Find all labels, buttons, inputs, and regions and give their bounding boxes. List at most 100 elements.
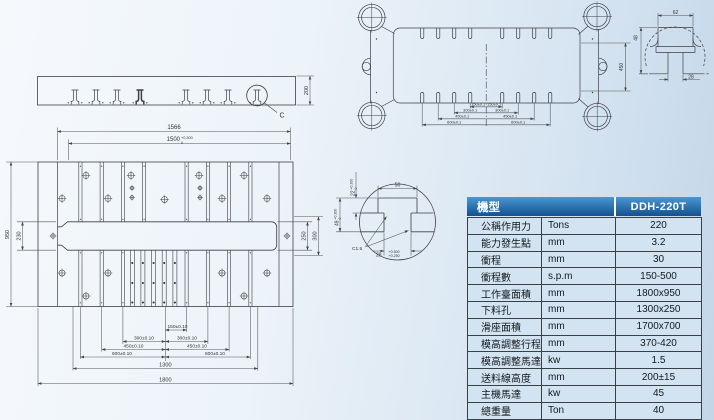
row-value: 1700x700: [615, 317, 702, 336]
row-unit: kw: [541, 351, 616, 370]
row-unit: mm: [541, 300, 616, 319]
svg-text:600±0.1: 600±0.1: [447, 120, 461, 125]
tslot-62-text: 62: [673, 10, 679, 16]
row-label: 模高調整馬達: [467, 351, 542, 370]
detail-c-49: 49 +0.200 0: [333, 209, 342, 226]
row-unit: s.p.m: [541, 267, 616, 286]
svg-text:450±0.1: 450±0.1: [503, 114, 517, 119]
row-unit: mm: [541, 284, 616, 302]
svg-text:300±0.1: 300±0.1: [495, 108, 509, 113]
tslot-detail-view: [641, 26, 709, 75]
row-value: 45: [615, 384, 702, 403]
dim-950-text: 950: [5, 230, 11, 239]
bolster-bottom-dim-texts: 150±0.10 300±0.10 300±0.10 450±0.10 450±…: [112, 324, 225, 383]
detail-c-bubble: [246, 84, 268, 107]
tslot-48-text: 48: [634, 35, 640, 41]
svg-text:300±0.10: 300±0.10: [177, 336, 197, 342]
row-label: 工作臺面積: [467, 284, 542, 302]
slide-front-view: [37, 76, 296, 113]
row-unit: mm: [541, 250, 616, 269]
model-label: 機型: [477, 201, 500, 214]
svg-text:49: 49: [335, 220, 341, 226]
row-label: 能力發生點: [467, 233, 542, 252]
slide-pitch-texts: 150±0.1 150±0.1 300±0.1 300±0.1 450±0.1 …: [447, 102, 525, 125]
row-unit: Tons: [541, 217, 616, 235]
tslot-detail-dims: [639, 13, 700, 82]
detail-c-view: [359, 183, 436, 261]
svg-text:150±0.10: 150±0.10: [168, 324, 188, 330]
svg-text:600±0.1: 600±0.1: [511, 120, 525, 125]
die-hole-strips: [130, 250, 178, 307]
svg-text:150±0.1: 150±0.1: [471, 102, 485, 107]
svg-text:300±0.1: 300±0.1: [463, 108, 477, 113]
svg-text:1300: 1300: [159, 362, 171, 368]
die-hole-dots: [131, 261, 176, 304]
svg-text:450±0.10: 450±0.10: [187, 344, 207, 350]
svg-text:300±0.10: 300±0.10: [134, 336, 154, 342]
detail-c-chamfer: C1.5: [352, 246, 362, 252]
row-value: 40: [615, 401, 702, 420]
center-marks: [67, 102, 251, 104]
svg-text:0: 0: [338, 218, 342, 220]
bolster-left-dims: [6, 161, 56, 307]
dim-230-text: 230: [17, 231, 23, 240]
svg-text:600±0.10: 600±0.10: [205, 351, 225, 357]
dim-1566-text: 1566: [167, 125, 181, 131]
row-value: 30: [615, 250, 702, 269]
detail-c-dims: [336, 172, 422, 256]
row-value: 3.2: [615, 233, 702, 252]
row-label: 滑座面積: [467, 317, 542, 336]
svg-text:1800: 1800: [159, 377, 171, 383]
bolt-holes: [49, 170, 291, 301]
slide-450-text: 450: [619, 63, 625, 72]
row-unit: mm: [541, 233, 616, 252]
row-value: 220: [615, 217, 702, 235]
dim-250-text: 250: [302, 231, 308, 240]
die-slot: [57, 221, 278, 251]
dim-200: [296, 75, 314, 106]
row-value: 1.5: [615, 351, 702, 370]
model-value: DDH-220T: [630, 200, 687, 213]
row-label: 下料孔: [467, 300, 542, 319]
tslot-28-text: 28: [688, 74, 694, 80]
detail-c-28: 28: [376, 252, 382, 258]
svg-text:+0.200: +0.200: [333, 209, 337, 220]
row-value: 370-420: [615, 334, 702, 353]
row-value: 1800x950: [615, 284, 702, 302]
detail-c-28-hi: +0.500: [389, 250, 400, 254]
svg-text:+0.200: +0.200: [349, 179, 353, 190]
dim-1500-tol-lo: 0: [181, 141, 183, 145]
slide-dims: [421, 42, 631, 127]
t-slot-grooves: [78, 162, 253, 307]
svg-text:450±0.1: 450±0.1: [455, 114, 469, 119]
row-unit: Ton: [541, 401, 616, 420]
row-unit: mm: [541, 334, 616, 353]
row-value: 200±15: [615, 368, 702, 386]
row-unit: kw: [541, 384, 616, 403]
row-label: 衝程數: [467, 267, 542, 286]
spec-table-header: 機型 DDH-220T: [467, 197, 701, 216]
dim-300-text: 300: [313, 231, 319, 240]
svg-text:600±0.10: 600±0.10: [112, 351, 132, 357]
column-circles: [356, 1, 613, 132]
detail-c-50: 50: [395, 183, 401, 189]
detail-c-28-lo: +0.250: [389, 254, 400, 258]
svg-text:22: 22: [351, 190, 357, 196]
detail-c-ref: C: [280, 113, 285, 120]
row-label: 公稱作用力: [467, 217, 542, 235]
row-label: 總重量: [467, 401, 542, 420]
bolster-right-dims: [277, 216, 323, 256]
svg-text:450±0.10: 450±0.10: [124, 344, 144, 350]
svg-text:150±0.1: 150±0.1: [487, 102, 501, 107]
detail-c-22: 22 +0.200 0: [349, 179, 358, 196]
